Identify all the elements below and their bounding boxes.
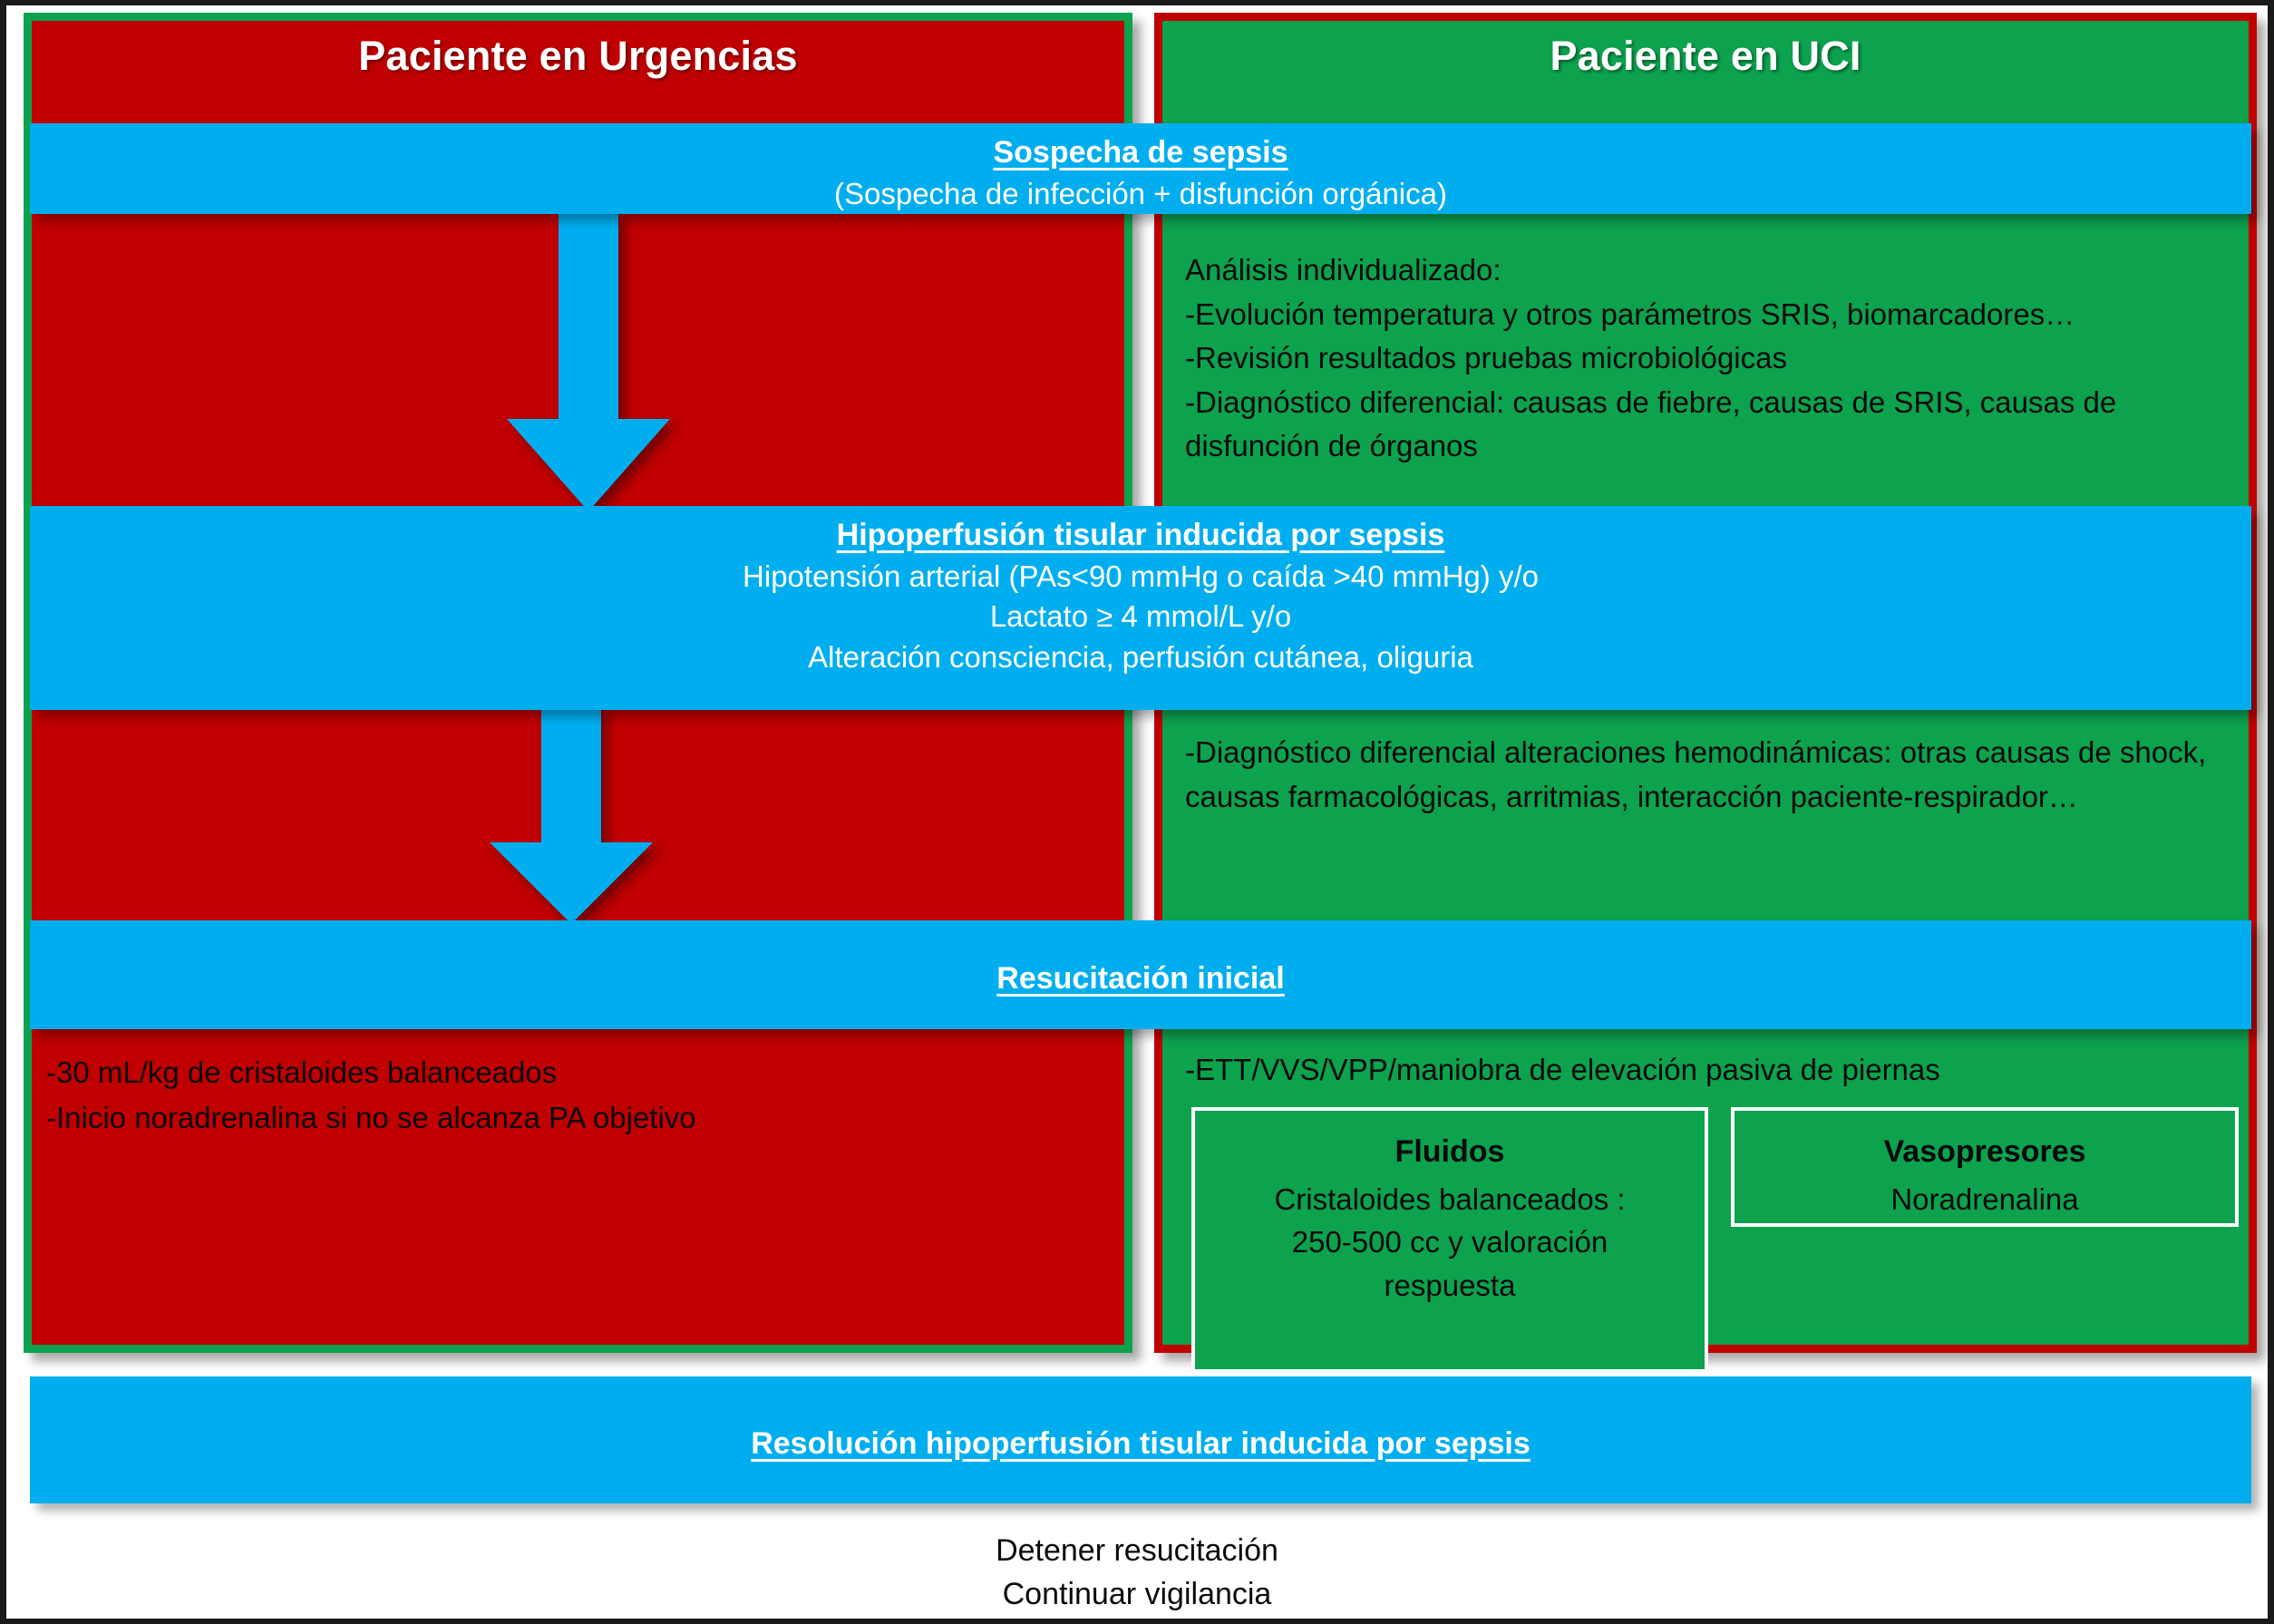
uci-analisis-line-4: -Diagnóstico diferencial: causas de fieb… xyxy=(1185,384,2117,463)
urgencias-resucitacion-line-2: -Inicio noradrenalina si no se alcanza P… xyxy=(46,1100,696,1134)
uci-hemodinamico-line-1: -Diagnóstico diferencial alteraciones he… xyxy=(1185,735,2207,813)
subbox-fluidos-line-2: 250-500 cc y valoración xyxy=(1291,1225,1608,1259)
uci-analisis-line-1: Análisis individualizado: xyxy=(1185,253,1501,287)
band-hipoperfusion-tisular: Hipoperfusión tisular inducida por sepsi… xyxy=(30,506,2251,710)
subbox-fluidos: Fluidos Cristaloides balanceados : 250-5… xyxy=(1191,1107,1708,1373)
subbox-vasopresores-line-1: Noradrenalina xyxy=(1890,1182,2079,1216)
column-urgencias-header-label: Paciente en Urgencias xyxy=(358,32,798,79)
band-sospecha-title: Sospecha de sepsis xyxy=(993,135,1288,170)
column-urgencias-header: Paciente en Urgencias xyxy=(32,21,1124,91)
subbox-fluidos-line-3: respuesta xyxy=(1384,1269,1516,1303)
band-resucitacion-title: Resucitación inicial xyxy=(996,961,1285,997)
uci-analisis-line-2: -Evolución temperatura y otros parámetro… xyxy=(1185,297,2075,331)
urgencias-resucitacion-line-1: -30 mL/kg de cristaloides balanceados xyxy=(46,1055,558,1089)
band-resucitacion-inicial: Resucitación inicial xyxy=(30,920,2251,1029)
uci-diagnostico-hemodinamico-text: -Diagnóstico diferencial alteraciones he… xyxy=(1185,731,2237,819)
band-resolucion-title: Resolución hipoperfusión tisular inducid… xyxy=(751,1426,1531,1462)
subbox-vasopresores-title: Vasopresores xyxy=(1883,1134,2086,1169)
band-hipoperfusion-line-3: Alteración consciencia, perfusión cutáne… xyxy=(808,640,1473,675)
footer-conclusion: Detener resucitación Continuar vigilanci… xyxy=(6,1529,2268,1617)
uci-analisis-line-3: -Revisión resultados pruebas microbiológ… xyxy=(1185,341,1787,374)
band-hipoperfusion-title: Hipoperfusión tisular inducida por sepsi… xyxy=(836,518,1445,552)
arrow-down-icon-2 xyxy=(490,706,653,924)
subbox-fluidos-line-1: Cristaloides balanceados : xyxy=(1274,1182,1626,1216)
subbox-fluidos-title: Fluidos xyxy=(1395,1134,1505,1169)
footer-line-2: Continuar vigilancia xyxy=(1002,1577,1272,1612)
arrow-down-icon-1 xyxy=(507,212,670,511)
band-sospecha-de-sepsis: Sospecha de sepsis (Sospecha de infecció… xyxy=(30,123,2251,214)
column-uci-header: Paciente en UCI xyxy=(1162,21,2249,91)
band-hipoperfusion-line-1: Hipotensión arterial (PAs<90 mmHg o caíd… xyxy=(743,559,1539,593)
column-uci-header-label: Paciente en UCI xyxy=(1550,32,1861,79)
band-hipoperfusion-line-2: Lactato ≥ 4 mmol/L y/o xyxy=(989,599,1292,634)
uci-monitorizacion-line-1: -ETT/VVS/VPP/maniobra de elevación pasiv… xyxy=(1185,1053,1940,1086)
subbox-vasopresores: Vasopresores Noradrenalina xyxy=(1731,1107,2239,1227)
uci-monitorizacion-text: -ETT/VVS/VPP/maniobra de elevación pasiv… xyxy=(1185,1048,2237,1093)
footer-line-1: Detener resucitación xyxy=(996,1533,1278,1568)
band-resolucion-hipoperfusion: Resolución hipoperfusión tisular inducid… xyxy=(30,1376,2251,1503)
band-sospecha-line-1: (Sospecha de infección + disfunción orgá… xyxy=(833,176,1447,210)
uci-analisis-individualizado-text: Análisis individualizado: -Evolución tem… xyxy=(1185,248,2237,469)
urgencias-resucitacion-text: -30 mL/kg de cristaloides balanceados -I… xyxy=(46,1050,1098,1140)
